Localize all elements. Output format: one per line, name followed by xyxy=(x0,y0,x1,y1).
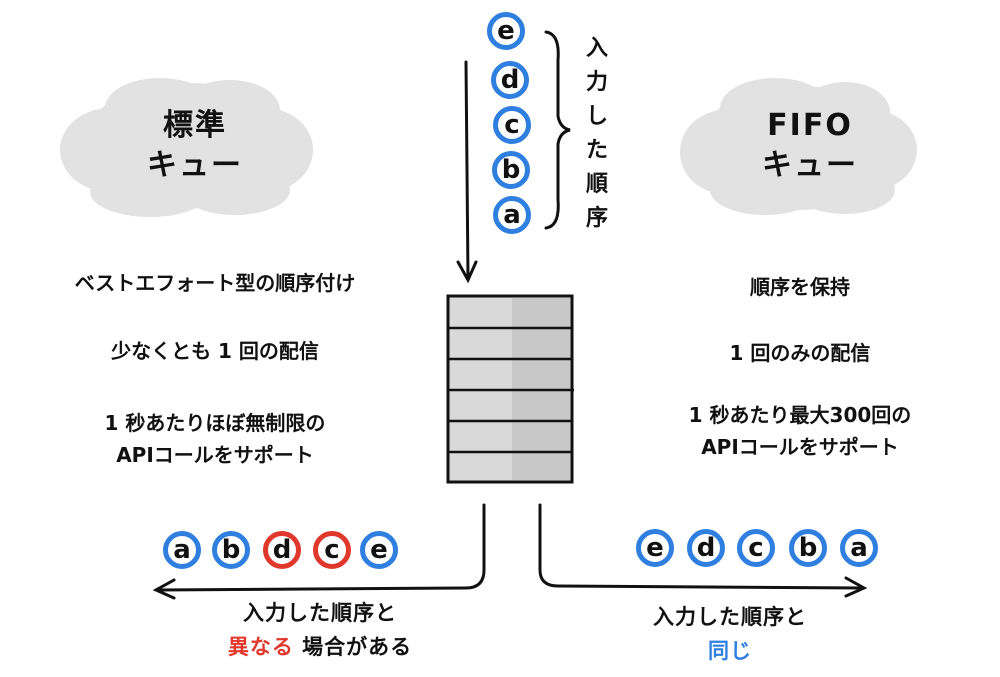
standard-output-letter-b: b xyxy=(212,531,250,569)
fifo-output-letter-a: a xyxy=(840,529,878,567)
standard-feature-delivery: 少なくとも 1 回の配信 xyxy=(111,339,319,363)
fifo-title-line1: FIFO xyxy=(767,108,853,143)
fifo-title-line2: キュー xyxy=(762,148,858,183)
standard-caption-rest: 場合がある xyxy=(302,635,413,659)
fifo-queue-title: FIFO キュー xyxy=(735,106,885,186)
standard-output-letter-c: c xyxy=(313,531,351,569)
input-letter-b: b xyxy=(492,151,530,189)
fifo-caption-line1: 入力した順序と xyxy=(653,605,807,629)
standard-title-line2: キュー xyxy=(147,148,243,183)
input-order-label: 入力した順序 xyxy=(585,36,608,231)
fifo-cloud-shape xyxy=(680,78,917,215)
input-letter-c: c xyxy=(493,106,531,144)
input-brace xyxy=(544,30,571,230)
fifo-output-letter-c: c xyxy=(737,529,775,567)
fifo-output-arrow xyxy=(538,503,868,598)
fifo-caption: 入力した順序と 同じ xyxy=(580,600,880,668)
fifo-caption-highlight: 同じ xyxy=(708,639,752,663)
fifo-feature-throughput-2: APIコールをサポート xyxy=(701,435,899,459)
standard-caption-line2: 異なる 場合がある xyxy=(175,630,465,664)
standard-caption-highlight: 異なる xyxy=(227,635,294,659)
standard-title-line1: 標準 xyxy=(163,108,227,143)
standard-cloud-shape xyxy=(60,78,313,217)
standard-feature-throughput-1: 1 秒あたりほぼ無制限の xyxy=(104,411,326,435)
fifo-output-letter-d: d xyxy=(687,529,725,567)
input-letter-a: a xyxy=(493,196,531,234)
input-letter-e: e xyxy=(487,12,525,50)
fifo-output-letter-e: e xyxy=(636,529,674,567)
standard-output-letter-a: a xyxy=(163,531,201,569)
fifo-feature-throughput-1: 1 秒あたり最大300回の xyxy=(688,403,912,427)
standard-output-letter-e: e xyxy=(360,531,398,569)
fifo-feature-delivery: 1 回のみの配信 xyxy=(729,341,871,365)
standard-caption: 入力した順序と 異なる 場合がある xyxy=(175,596,465,664)
standard-feature-throughput-2: APIコールをサポート xyxy=(116,443,314,467)
queue-box xyxy=(446,294,574,484)
input-arrow xyxy=(456,60,478,284)
fifo-feature-ordering: 順序を保持 xyxy=(750,275,850,299)
standard-output-letter-d: d xyxy=(263,531,301,569)
standard-queue-title: 標準 キュー xyxy=(120,106,270,186)
standard-caption-line1: 入力した順序と xyxy=(243,601,397,625)
standard-output-arrow xyxy=(152,503,486,600)
fifo-output-letter-b: b xyxy=(789,529,827,567)
input-letter-d: d xyxy=(491,61,529,99)
standard-feature-ordering: ベストエフォート型の順序付け xyxy=(74,271,356,295)
